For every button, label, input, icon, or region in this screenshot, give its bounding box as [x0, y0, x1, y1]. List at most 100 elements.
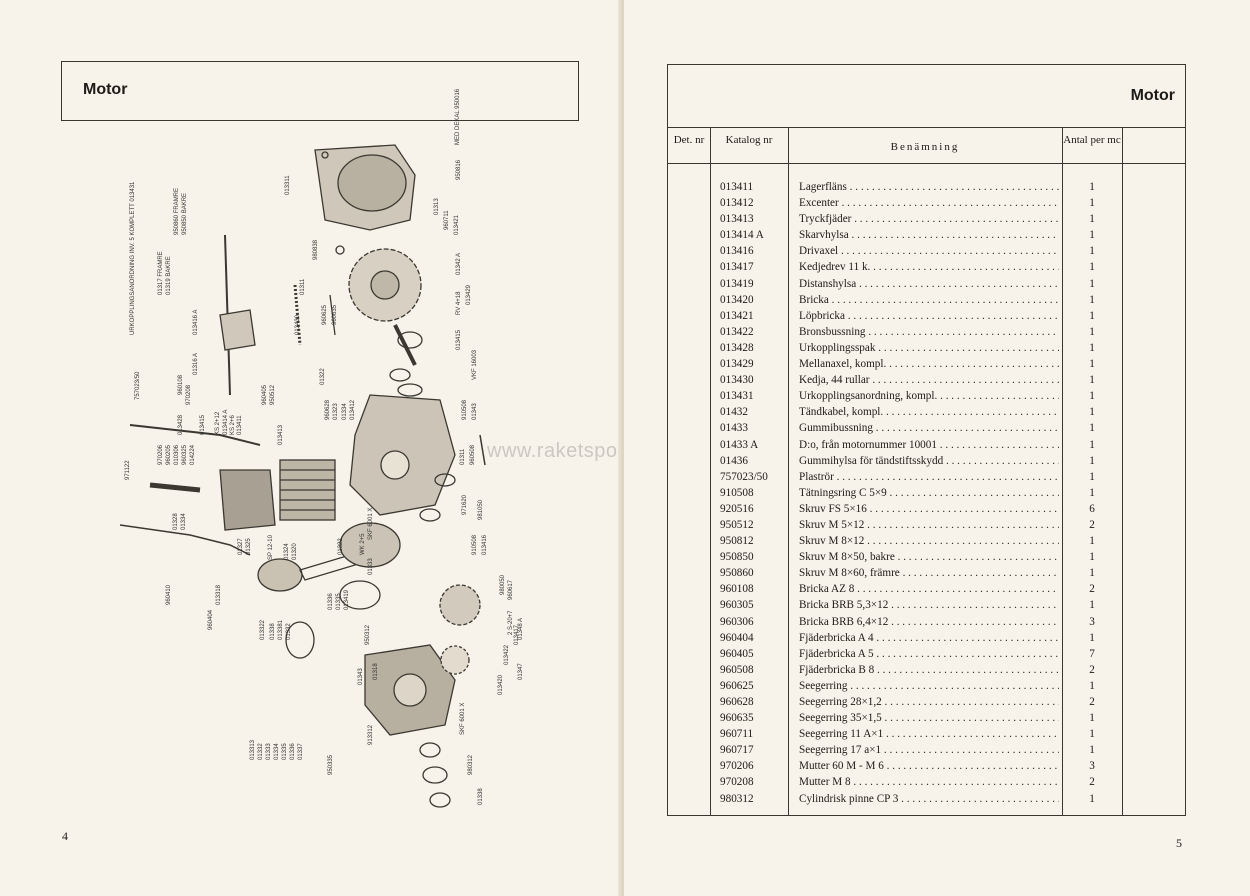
quantity: 1 [1089, 567, 1095, 580]
quantity: 1 [1089, 470, 1095, 483]
left-page-title: Motor [83, 81, 128, 98]
callout-label: VKF 16003 [472, 349, 478, 380]
callout-label: 013412 [350, 399, 356, 420]
header-katalog-nr: Katalog nr [725, 134, 773, 146]
callout-label: 01332 [258, 743, 264, 760]
catalog-number: 013430 [720, 374, 754, 387]
callout-label: 960711 [444, 210, 450, 230]
catalog-number: 013413 [720, 213, 754, 226]
quantity: 3 [1089, 615, 1095, 628]
catalog-number: 013431 [720, 390, 754, 403]
callout-label: 01327 [238, 538, 244, 555]
part-name: Mellanaxel, kompl. [799, 356, 1059, 372]
callout-label: 01318 [373, 663, 379, 680]
callout-label: RV 4+18 [456, 291, 462, 315]
callout-label: 960205 [166, 444, 172, 465]
part-name: Bricka AZ 8 [799, 581, 1059, 597]
callout-label: MED DEKAL 950016 [455, 88, 461, 145]
callout-label: 013416 A [193, 309, 199, 335]
part-name: Bricka BRB 5,3×12 [799, 597, 1059, 613]
parts-table-frame: Motor Det. nr Katalog nr Benämning Antal… [667, 64, 1186, 816]
quantity: 1 [1089, 374, 1095, 387]
quantity: 1 [1089, 293, 1095, 306]
callout-label: 960635 [332, 304, 338, 325]
quantity: 1 [1089, 599, 1095, 612]
callout-label: 01324 [284, 543, 290, 560]
table-row: 013420Bricka1 [668, 292, 1185, 308]
quantity: 1 [1089, 181, 1095, 193]
quantity: 1 [1089, 229, 1095, 242]
catalog-number: 013416 [720, 245, 754, 258]
table-row: 013414 A Skarvhylsa 1 [668, 227, 1185, 243]
catalog-number: 01433 [720, 422, 748, 435]
callout-label: 950335 [328, 754, 334, 775]
part-name: Urkopplingsanordning, kompl. [799, 388, 1059, 404]
table-row: 01433 AD:o, från motornummer 100011 [668, 437, 1185, 453]
parts-table-body: 013411Lagerfläns1013412Excenter1013413Tr… [668, 179, 1185, 807]
callout-label: 757023/50 [135, 371, 141, 400]
table-row: 013419Distanshylsa1 [668, 276, 1185, 292]
catalog-number: 013414 A [720, 229, 764, 242]
header-det-nr: Det. nr [673, 134, 705, 146]
catalog-number: 01433 A [720, 438, 759, 451]
part-name: Cylindrisk pinne CP 3 [799, 791, 1059, 807]
callout-label: 913312 [368, 724, 374, 745]
header-antal: Antal per mc [1063, 134, 1121, 146]
callout-label: 013311 [285, 175, 291, 195]
quantity: 7 [1089, 647, 1095, 660]
part-name: Skruv M 8×50, bakre [799, 549, 1059, 565]
callout-label: 971620 [462, 494, 468, 515]
quantity: 1 [1089, 358, 1095, 371]
callout-label: 013422 [504, 644, 510, 665]
quantity: 1 [1089, 728, 1095, 741]
callout-label: 01319 BAKRE [166, 256, 172, 295]
catalog-number: 950812 [720, 535, 754, 548]
part-name: Skarvhylsa [799, 227, 1059, 243]
callout-label: 01311 [460, 448, 466, 465]
page-number: 5 [1176, 836, 1182, 850]
quantity: 1 [1089, 792, 1095, 805]
table-row: 013422Bronsbussning1 [668, 324, 1185, 340]
part-name: Gummihylsa för tändstiftsskydd [799, 453, 1059, 469]
quantity: 1 [1089, 325, 1095, 338]
quantity: 2 [1089, 518, 1095, 531]
callout-label: 01333 [368, 558, 374, 575]
callout-label: 01348 A [518, 617, 524, 640]
header-benamning: Benämning [890, 141, 960, 153]
callout-label: 01322 [320, 368, 326, 385]
callout-label: 960628 [325, 399, 331, 420]
quantity: 1 [1089, 744, 1095, 757]
part-name: Skruv M 5×12 [799, 517, 1059, 533]
callout-label: 980838 [313, 239, 319, 260]
catalog-number: 960108 [720, 583, 754, 596]
callout-label: 980050 [500, 574, 506, 595]
callout-label: 981050 [478, 499, 484, 520]
callout-label: 960508 [470, 444, 476, 465]
callout-label: 01333 [266, 743, 272, 760]
catalog-number: 960625 [720, 679, 754, 692]
callout-label: 01325 [246, 538, 252, 555]
callout-label: 01335 [282, 743, 288, 760]
callout-label: 013414 A [223, 409, 229, 435]
catalog-number: 910508 [720, 486, 754, 499]
callout-label: 01320 [292, 543, 298, 560]
part-name: Bricka [799, 292, 1059, 308]
quantity: 1 [1089, 631, 1095, 644]
part-name: Skruv M 8×60, främre [799, 565, 1059, 581]
part-name: Mutter M 8 [799, 774, 1059, 790]
quantity: 1 [1089, 679, 1095, 692]
quantity: 1 [1089, 309, 1095, 322]
catalog-number: 013428 [720, 341, 754, 354]
callout-label: 01334 [274, 743, 280, 760]
catalog-number: 013419 [720, 277, 754, 290]
callout-label: 013415 [200, 414, 206, 435]
